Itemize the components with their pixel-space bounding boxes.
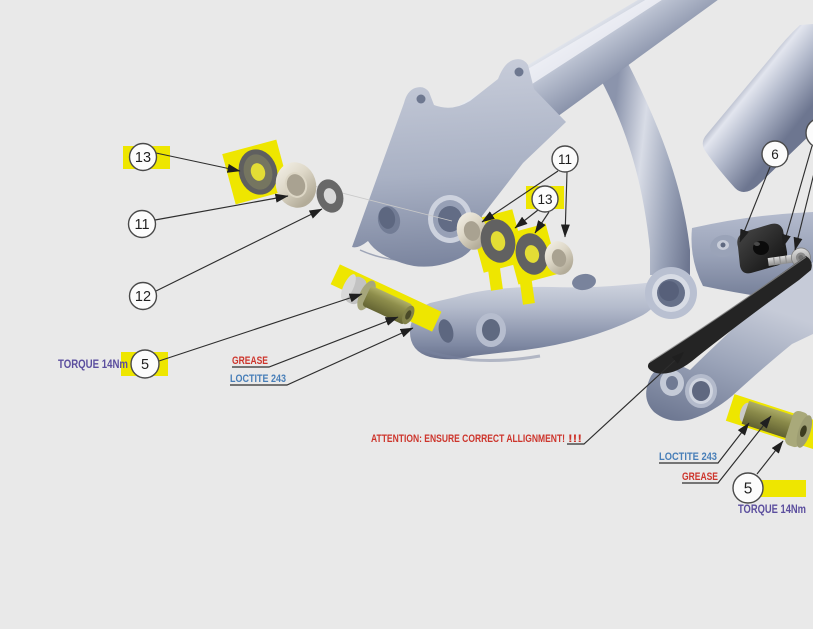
leader-partial-b (793, 174, 813, 251)
torque-label-left: TORQUE 14Nm (58, 357, 128, 371)
leader-5-right (756, 440, 784, 475)
rocker-boss-bore (482, 319, 500, 341)
balloon-partial-top-right (805, 119, 813, 147)
callout-balloon-circle (531, 185, 559, 213)
balloon-12-left: 12 (128, 281, 158, 311)
callout-balloon-circle (551, 145, 579, 173)
leader-11-left (154, 193, 289, 221)
highlight-streak-a (487, 261, 503, 291)
gusset-small-bore-shadow (378, 207, 396, 229)
callout-balloon-circle (128, 142, 158, 172)
balloon-5-right: 5 (732, 472, 764, 504)
callout-balloon-number: 13 (135, 150, 151, 166)
washer-left-highlighted (238, 149, 278, 195)
rocker-lower-arm-shadow (417, 346, 541, 362)
leader-11-mid-a (481, 170, 559, 223)
washer-left-small (316, 179, 344, 213)
pivot-ring-bore-shadow (659, 281, 679, 301)
leader-loctite-right (659, 422, 750, 464)
leader-grease-right (682, 415, 772, 484)
callout-balloon-number: 11 (134, 217, 149, 233)
chainstay-arm (646, 262, 813, 421)
balloon-11-mid: 11 (551, 145, 579, 173)
bearing-mid-right (544, 241, 574, 275)
attention-note: ATTENTION: ENSURE CORRECT ALLIGNMENT! (371, 433, 565, 445)
carbon-protector (647, 256, 812, 374)
frame-seat-strut (592, 48, 690, 275)
leader-13-mid-a (514, 209, 539, 229)
grease-label-right: GREASE (682, 471, 718, 483)
leader-partial-a (782, 145, 813, 248)
washer-mid-highlighted-a (480, 219, 516, 263)
callout-balloon-circle (127, 209, 157, 239)
leader-13-left (155, 152, 241, 173)
callout-balloon-number: 13 (537, 192, 552, 207)
balloon-6-right: 6 (761, 140, 789, 168)
gusset-horn-hole (416, 94, 426, 104)
balloon-11-left: 11 (127, 209, 157, 239)
gusset-edge-line (359, 249, 456, 263)
rocker-slot-hole (438, 319, 454, 343)
guard-plate-highlight (754, 242, 760, 246)
leader-6-right (739, 166, 771, 243)
leader-5-left (158, 293, 363, 362)
attention-marks: !!! (568, 433, 582, 445)
callout-balloon-number: 5 (744, 481, 753, 498)
gusset-main-bore (438, 206, 462, 232)
callout-balloon-number: 11 (558, 152, 572, 167)
callout-balloon-number: 6 (771, 147, 779, 162)
balloon-13-left: 13 (128, 142, 158, 172)
washer-mid-highlighted-b (515, 233, 549, 275)
carbon-protector-highlight (649, 256, 807, 363)
grease-label-left: GREASE (232, 355, 268, 367)
torque-label-right: TORQUE 14Nm (738, 502, 806, 516)
seatstay-grommet-hole (720, 242, 726, 248)
callout-balloon-number: 5 (141, 357, 149, 373)
bearing-mid-left (456, 212, 488, 250)
rocker-upper-hole (572, 273, 596, 291)
callout-balloon-circle (805, 119, 813, 147)
callout-balloon-circle (128, 281, 158, 311)
callout-balloon-circle (130, 349, 160, 379)
balloon-5-left: 5 (130, 349, 160, 379)
callout-balloon-circle (761, 140, 789, 168)
leader-12-left (155, 208, 323, 292)
leader-grease-left (232, 316, 399, 368)
rocker-link (409, 281, 663, 360)
gusset-horn-hole (514, 67, 524, 77)
chainstay-boss-bore (692, 381, 710, 401)
balloon-13-mid: 13 (531, 185, 559, 213)
leader-loctite-left (230, 327, 414, 386)
callout-balloon-circle (732, 472, 764, 504)
callout-balloon-number: 12 (135, 289, 151, 305)
leader-13-mid-b (534, 211, 550, 234)
leader-11-mid-b (560, 171, 570, 238)
leader-attention (567, 351, 685, 445)
highlight-streak-b (519, 275, 535, 305)
loctite-label-right: LOCTITE 243 (659, 451, 717, 463)
chainstay-eyelet-hole (666, 376, 678, 390)
frame-gusset (352, 59, 566, 267)
loctite-label-left: LOCTITE 243 (230, 373, 286, 385)
